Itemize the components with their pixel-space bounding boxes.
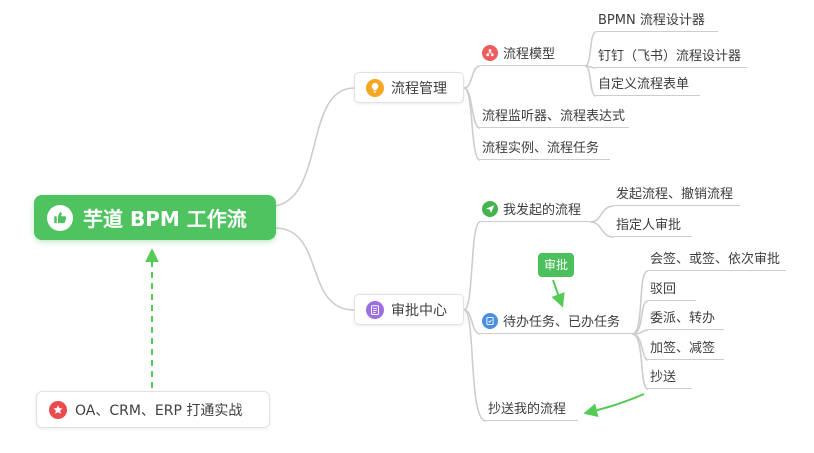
- node-cc-my-process[interactable]: 抄送我的流程: [486, 397, 578, 421]
- node-label: 待办任务、已办任务: [503, 315, 621, 330]
- model-icon: [482, 44, 498, 61]
- approval-badge[interactable]: 审批: [538, 253, 575, 277]
- node-bpmn-designer[interactable]: BPMN 流程设计器: [596, 8, 718, 32]
- node-label: 委派、转办: [650, 311, 716, 326]
- node-label: 流程实例、流程任务: [482, 141, 600, 156]
- star-icon: [49, 400, 67, 419]
- node-listener-expression[interactable]: 流程监听器、流程表达式: [480, 104, 630, 128]
- node-process-model[interactable]: 流程模型: [480, 42, 585, 66]
- node-label: 抄送: [650, 370, 677, 385]
- node-reject[interactable]: 驳回: [648, 277, 696, 301]
- send-icon: [482, 200, 498, 217]
- node-label: OA、CRM、ERP 打通实战: [75, 402, 243, 419]
- node-label: 加签、减签: [650, 341, 716, 356]
- node-delegate-transfer[interactable]: 委派、转办: [648, 306, 724, 330]
- node-label: 流程模型: [503, 47, 556, 62]
- node-label: 指定人审批: [616, 218, 682, 233]
- root-node[interactable]: 芋道 BPM 工作流: [34, 195, 276, 240]
- node-label: 发起流程、撤销流程: [616, 187, 734, 202]
- node-label: 流程监听器、流程表达式: [482, 109, 626, 124]
- node-process-management[interactable]: 流程管理: [354, 72, 464, 103]
- node-instance-task[interactable]: 流程实例、流程任务: [480, 136, 610, 160]
- node-dingtalk-feishu-designer[interactable]: 钉钉（飞书）流程设计器: [596, 44, 747, 68]
- node-label: 钉钉（飞书）流程设计器: [598, 49, 742, 64]
- node-add-reduce-sign[interactable]: 加签、减签: [648, 336, 724, 360]
- node-label: 审批中心: [391, 302, 447, 319]
- node-carbon-copy[interactable]: 抄送: [648, 365, 692, 389]
- node-my-initiated[interactable]: 我发起的流程: [480, 198, 590, 222]
- node-label: BPMN 流程设计器: [598, 13, 705, 28]
- node-practice-note[interactable]: OA、CRM、ERP 打通实战: [36, 391, 270, 428]
- thumbs-up-icon: [47, 204, 73, 231]
- node-custom-form[interactable]: 自定义流程表单: [596, 72, 700, 96]
- node-approval-center[interactable]: 审批中心: [354, 294, 464, 325]
- node-label: 抄送我的流程: [488, 402, 567, 417]
- root-label: 芋道 BPM 工作流: [83, 207, 247, 231]
- node-label: 我发起的流程: [503, 203, 582, 218]
- lightbulb-icon: [366, 78, 384, 97]
- node-label: 自定义流程表单: [598, 77, 690, 92]
- node-label: 流程管理: [391, 80, 447, 97]
- node-assignee-approval[interactable]: 指定人审批: [614, 213, 692, 237]
- node-initiate-cancel[interactable]: 发起流程、撤销流程: [614, 182, 740, 206]
- node-countersign-or-sequential[interactable]: 会签、或签、依次审批: [648, 247, 786, 271]
- node-todo-done[interactable]: 待办任务、已办任务: [480, 310, 632, 334]
- tasks-icon: [482, 312, 498, 329]
- node-label: 会签、或签、依次审批: [650, 252, 781, 267]
- node-label: 驳回: [650, 282, 677, 297]
- badge-label: 审批: [544, 258, 569, 272]
- clipboard-icon: [366, 300, 384, 319]
